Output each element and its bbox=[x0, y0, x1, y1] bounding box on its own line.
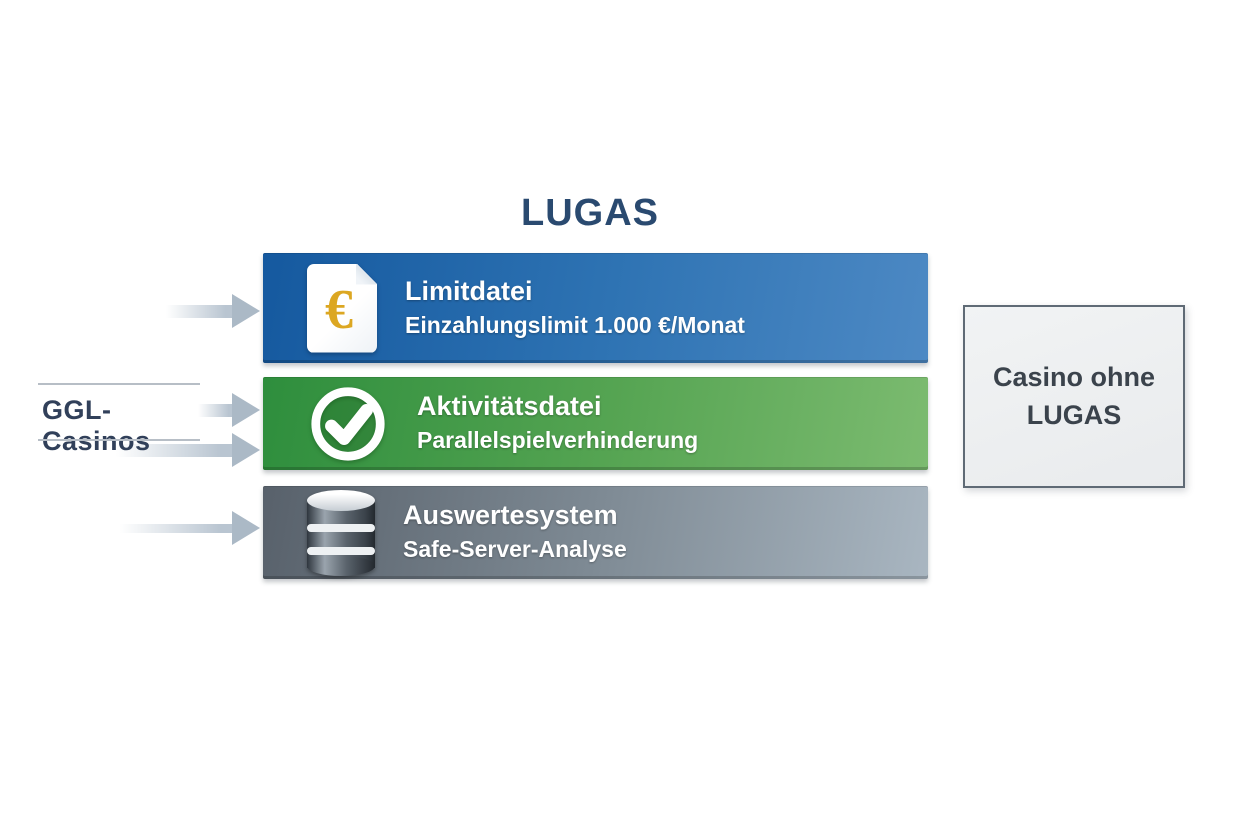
divider bbox=[38, 383, 200, 385]
bar-text-block: Limitdatei Einzahlungslimit 1.000 €/Mona… bbox=[405, 274, 745, 342]
database-band bbox=[307, 546, 375, 555]
side-box-line1: Casino ohne bbox=[992, 361, 1155, 392]
bar-text-block: Aktivitätsdatei Parallelspielverhinderun… bbox=[417, 389, 698, 457]
bar-subtitle: Safe-Server-Analyse bbox=[403, 536, 627, 563]
arrow-to-aktivitaetsdatei-lower bbox=[116, 433, 260, 467]
casino-ohne-lugas-box: Casino ohne LUGAS bbox=[963, 305, 1185, 488]
bar-title: Auswertesystem bbox=[403, 500, 618, 531]
bar-limitdatei: € Limitdatei Einzahlungslimit 1.000 €/Mo… bbox=[263, 253, 928, 363]
database-top bbox=[307, 489, 375, 511]
arrow-right-icon bbox=[232, 393, 260, 427]
side-box-text: Casino ohne LUGAS bbox=[993, 359, 1155, 435]
database-bottom bbox=[307, 555, 375, 576]
bar-subtitle: Einzahlungslimit 1.000 €/Monat bbox=[405, 311, 745, 338]
side-box-line2: LUGAS bbox=[1026, 399, 1122, 430]
euro-document-icon: € bbox=[307, 263, 377, 353]
arrow-to-aktivitaetsdatei-upper bbox=[198, 393, 260, 427]
database-icon bbox=[307, 489, 375, 576]
check-circle-icon bbox=[311, 386, 385, 461]
arrow-right-icon bbox=[232, 294, 260, 328]
bar-aktivitaetsdatei: Aktivitätsdatei Parallelspielverhinderun… bbox=[263, 377, 928, 470]
divider bbox=[38, 439, 200, 441]
database-band bbox=[307, 523, 375, 532]
arrow-to-limitdatei bbox=[166, 294, 260, 328]
euro-glyph: € bbox=[325, 278, 353, 341]
bar-subtitle: Parallelspielverhinderung bbox=[417, 427, 699, 454]
arrow-right-icon bbox=[232, 511, 260, 545]
source-label: GGL-Casinos bbox=[42, 395, 151, 456]
bar-title: Limitdatei bbox=[405, 275, 533, 306]
arrow-to-auswertesystem bbox=[120, 511, 260, 545]
bar-auswertesystem: Auswertesystem Safe-Server-Analyse bbox=[263, 486, 928, 579]
arrow-right-icon bbox=[232, 433, 260, 467]
bar-text-block: Auswertesystem Safe-Server-Analyse bbox=[403, 498, 627, 566]
bar-title: Aktivitätsdatei bbox=[417, 391, 602, 422]
arrow-tail bbox=[120, 523, 232, 533]
arrow-tail bbox=[166, 304, 232, 318]
arrow-tail bbox=[116, 443, 232, 457]
arrow-tail bbox=[198, 403, 232, 417]
diagram-title: LUGAS bbox=[521, 192, 659, 234]
